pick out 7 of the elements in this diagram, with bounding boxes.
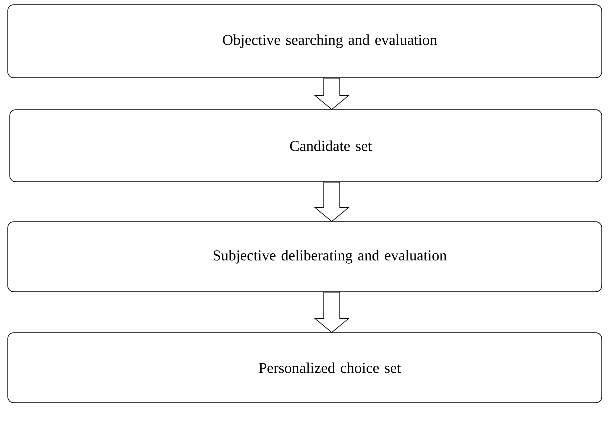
process-box: Candidate set	[10, 110, 602, 182]
process-box: Objective searching and evaluation	[8, 4, 602, 78]
block-arrow	[314, 182, 350, 222]
block-arrow	[314, 292, 350, 334]
process-box: Subjective deliberating and evaluation	[8, 222, 602, 292]
block-arrow	[314, 78, 350, 110]
process-box: Personalized choice set	[8, 332, 602, 404]
